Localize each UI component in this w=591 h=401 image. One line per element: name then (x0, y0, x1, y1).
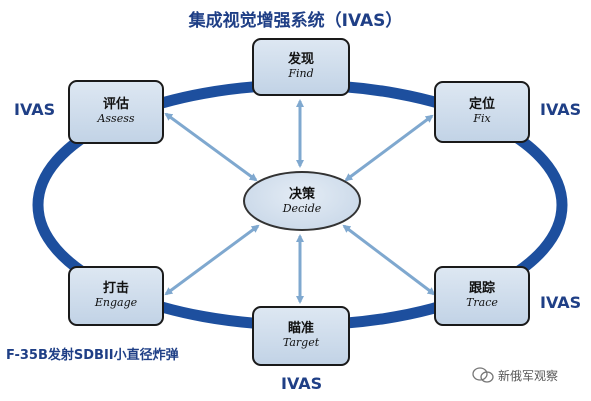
node-decide-en: Decide (282, 202, 322, 216)
node-engage: 打击 Engage (68, 266, 164, 326)
diagram-title: 集成视觉增强系统（IVAS） (188, 11, 403, 31)
watermark-text: 新俄军观察 (498, 368, 559, 383)
node-track-cn: 跟踪 (468, 281, 495, 297)
node-find: 发现 Find (252, 38, 350, 96)
node-decide-cn: 决策 (288, 186, 315, 202)
node-fix: 定位 Fix (434, 81, 530, 143)
node-target-en: Target (282, 336, 320, 350)
arrow-assess-decide (164, 112, 258, 182)
ivas-label-bottom: IVAS (281, 374, 323, 393)
wechat-icon (472, 366, 494, 384)
node-find-en: Find (288, 67, 314, 81)
arrow-engage-decide (164, 224, 260, 296)
node-target: 瞄准 Target (252, 306, 350, 366)
arrow-fix-decide (344, 114, 434, 182)
ivas-label-left: IVAS (14, 100, 56, 119)
f35b-caption: F-35B发射SDBII小直径炸弹 (6, 348, 179, 363)
ivas-label-right-bottom: IVAS (540, 293, 582, 312)
node-assess-cn: 评估 (102, 97, 129, 113)
node-track-en: Trace (466, 296, 498, 310)
node-find-cn: 发现 (287, 52, 314, 68)
node-fix-en: Fix (473, 112, 491, 126)
watermark: 新俄军观察 (472, 366, 558, 384)
node-decide: 决策 Decide (243, 171, 361, 231)
node-assess-en: Assess (97, 112, 135, 126)
node-engage-en: Engage (94, 296, 138, 310)
node-fix-cn: 定位 (468, 97, 495, 113)
node-track: 跟踪 Trace (434, 266, 530, 326)
node-assess: 评估 Assess (68, 80, 164, 144)
node-engage-cn: 打击 (102, 281, 129, 297)
ivas-label-right-top: IVAS (540, 100, 582, 119)
node-target-cn: 瞄准 (287, 321, 314, 337)
arrow-track-decide (342, 224, 436, 296)
